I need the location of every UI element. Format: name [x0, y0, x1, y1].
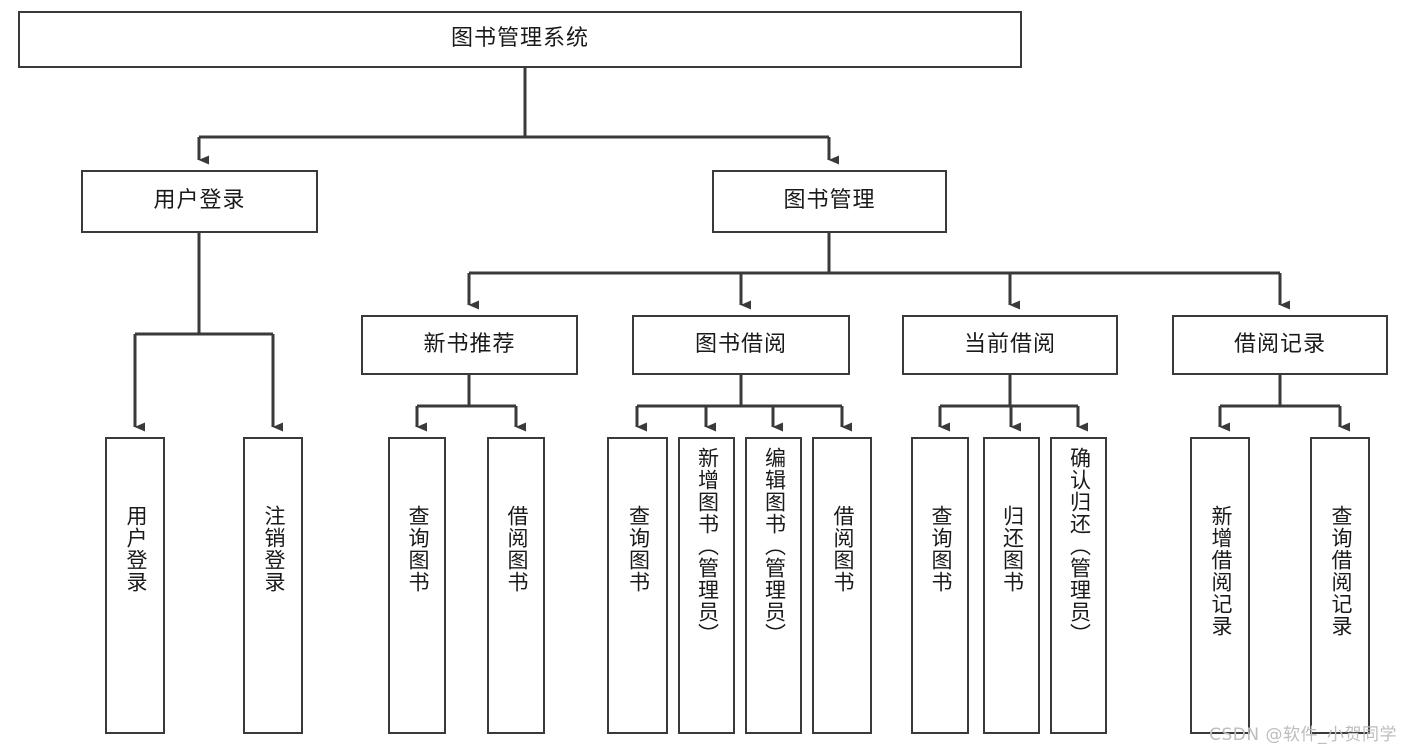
leaf-query-book-current[interactable]: 查询图书 — [911, 437, 969, 734]
leaf-confirm-return-admin-label: 确认归还（管理员） — [1067, 447, 1092, 645]
leaf-borrow-book[interactable]: 借阅图书 — [812, 437, 872, 734]
leaf-borrow-book-recommend[interactable]: 借阅图书 — [487, 437, 545, 734]
node-book-borrow-label: 图书借阅 — [694, 331, 787, 357]
leaf-user-login[interactable]: 用户登录 — [105, 437, 165, 734]
leaf-logout[interactable]: 注销登录 — [243, 437, 303, 734]
leaf-query-borrow-record-label: 查询借阅记录 — [1328, 505, 1353, 637]
node-borrow-record-label: 借阅记录 — [1233, 331, 1326, 357]
node-user-login-label: 用户登录 — [153, 188, 246, 214]
leaf-query-book-borrow-label: 查询图书 — [626, 505, 651, 593]
node-user-login[interactable]: 用户登录 — [81, 170, 318, 233]
watermark: CSDN @软件_小贺同学 — [1209, 725, 1397, 745]
leaf-edit-book-admin-label: 编辑图书（管理员） — [762, 447, 787, 645]
node-book-management[interactable]: 图书管理 — [712, 170, 947, 233]
node-new-book-recommend[interactable]: 新书推荐 — [361, 315, 578, 375]
leaf-return-book[interactable]: 归还图书 — [983, 437, 1040, 734]
leaf-confirm-return-admin[interactable]: 确认归还（管理员） — [1050, 437, 1107, 734]
leaf-borrow-book-label: 借阅图书 — [830, 505, 855, 593]
node-current-borrow[interactable]: 当前借阅 — [902, 315, 1118, 375]
leaf-query-book-recommend-label: 查询图书 — [405, 505, 430, 593]
leaf-logout-label: 注销登录 — [261, 505, 286, 593]
leaf-add-borrow-record-label: 新增借阅记录 — [1208, 505, 1233, 637]
leaf-add-book-admin-label: 新增图书（管理员） — [695, 447, 720, 645]
leaf-query-book-recommend[interactable]: 查询图书 — [388, 437, 446, 734]
leaf-borrow-book-recommend-label: 借阅图书 — [504, 505, 529, 593]
leaf-query-borrow-record[interactable]: 查询借阅记录 — [1310, 437, 1370, 734]
leaf-return-book-label: 归还图书 — [1000, 505, 1025, 593]
leaf-user-login-label: 用户登录 — [123, 505, 148, 593]
leaf-add-book-admin[interactable]: 新增图书（管理员） — [678, 437, 735, 734]
leaf-query-book-current-label: 查询图书 — [928, 505, 953, 593]
node-book-borrow[interactable]: 图书借阅 — [632, 315, 850, 375]
node-new-book-recommend-label: 新书推荐 — [423, 331, 516, 357]
node-book-management-label: 图书管理 — [783, 188, 876, 214]
node-current-borrow-label: 当前借阅 — [963, 331, 1056, 357]
node-root-label: 图书管理系统 — [450, 26, 589, 52]
node-root[interactable]: 图书管理系统 — [18, 11, 1022, 68]
leaf-add-borrow-record[interactable]: 新增借阅记录 — [1190, 437, 1250, 734]
leaf-edit-book-admin[interactable]: 编辑图书（管理员） — [745, 437, 802, 734]
leaf-query-book-borrow[interactable]: 查询图书 — [607, 437, 668, 734]
node-borrow-record[interactable]: 借阅记录 — [1172, 315, 1388, 375]
